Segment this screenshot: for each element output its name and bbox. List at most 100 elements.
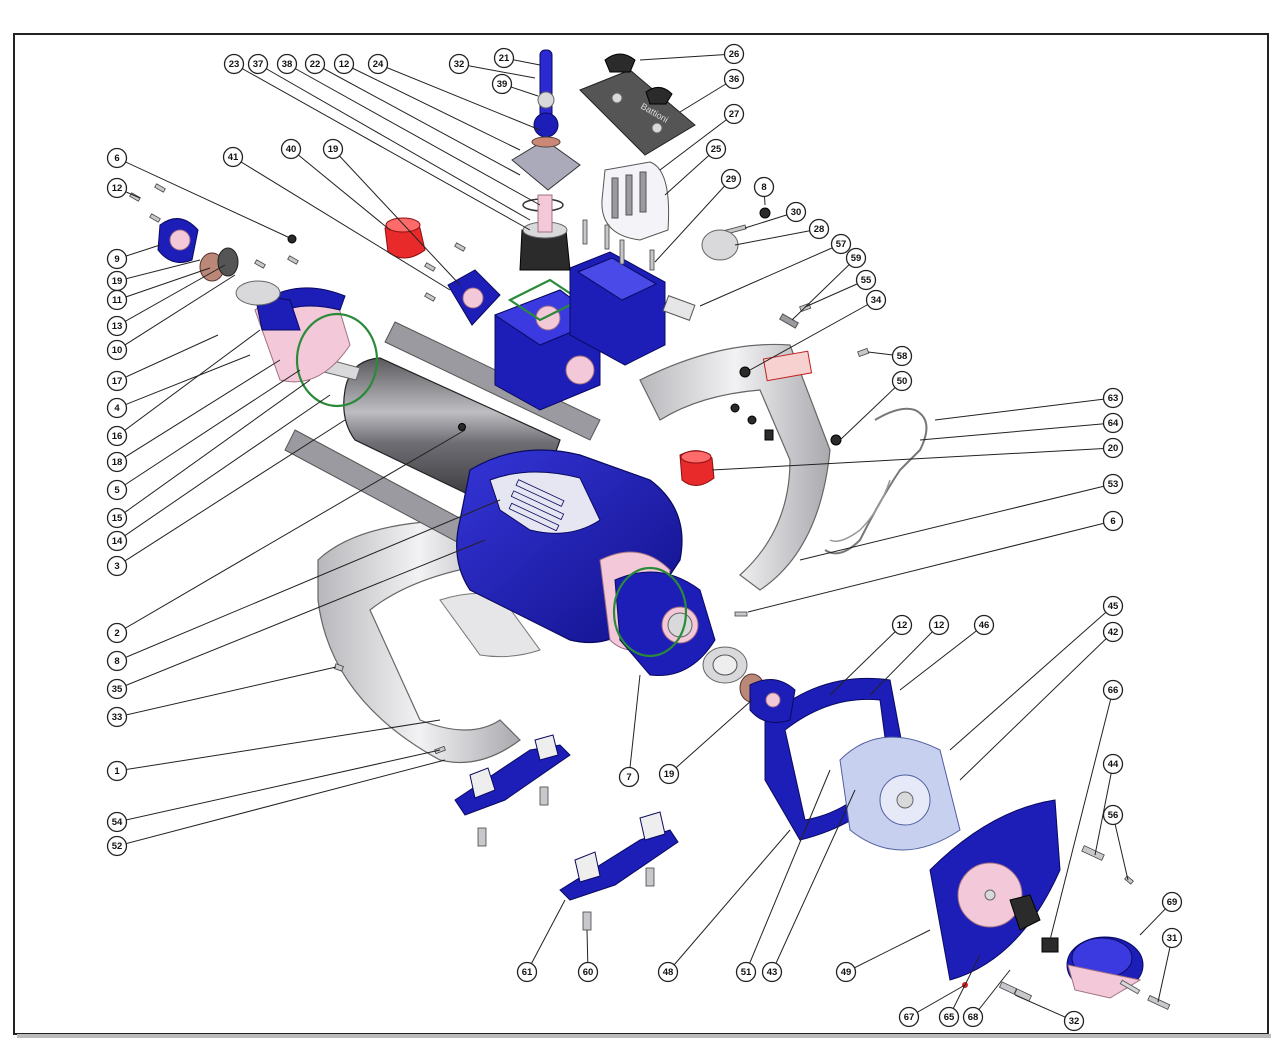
- callout-18: 18: [106, 359, 281, 473]
- callout-label: 30: [791, 207, 802, 218]
- callout-leader: [659, 113, 735, 171]
- callout-44: 44: [1094, 753, 1124, 856]
- callout-12: 12: [106, 177, 141, 199]
- callout-circle: [898, 1006, 920, 1028]
- callout-circle: [106, 835, 128, 857]
- callout-59: 59: [791, 247, 867, 321]
- callout-9: 9: [106, 244, 161, 270]
- warning-label-58: [762, 350, 813, 382]
- callout-24: 24: [367, 53, 541, 131]
- callout-label: 31: [1167, 933, 1178, 944]
- valve-block-port: [535, 305, 561, 331]
- callout-leader: [771, 789, 856, 973]
- foot-bracket-1-top2: [534, 734, 559, 761]
- callout-circle: [855, 269, 877, 291]
- callout-leader: [799, 483, 1114, 561]
- callout-17: 17: [106, 334, 219, 392]
- callout-label: 24: [373, 59, 384, 70]
- callout-circle: [577, 961, 599, 983]
- ring-13: [217, 247, 239, 277]
- callout-leader: [668, 699, 753, 775]
- callout-31: 31: [1157, 927, 1183, 1003]
- callout-58: 58: [867, 345, 913, 367]
- callout-leader: [116, 334, 219, 382]
- callout-30: 30: [744, 201, 807, 229]
- callout-16: 16: [106, 329, 261, 447]
- callout-label: 13: [112, 321, 123, 332]
- callouts-layer: 2132392636272529830285759553458506364205…: [106, 43, 1183, 1032]
- callout-65: 65: [938, 954, 981, 1028]
- foot-bracket-1: [454, 744, 571, 816]
- plug-6: [287, 234, 297, 244]
- callout-circle: [247, 53, 269, 75]
- callout-circle: [1102, 437, 1124, 459]
- callout-circle: [891, 345, 913, 367]
- left-gasket: [295, 312, 379, 408]
- callout-label: 22: [310, 59, 321, 70]
- callout-circle: [753, 176, 775, 198]
- knob-26b: [645, 87, 673, 105]
- callout-label: 23: [229, 59, 240, 70]
- callout-circle: [106, 397, 128, 419]
- callout-leader: [1094, 763, 1114, 856]
- callout-label: 32: [454, 59, 465, 70]
- callout-label: 41: [228, 152, 239, 163]
- callout-label: 52: [112, 841, 123, 852]
- callout-leader: [116, 719, 441, 772]
- callout-leader: [699, 243, 842, 307]
- callout-circle: [491, 73, 513, 95]
- pin-56: [1124, 875, 1134, 885]
- red-cap-40-top: [385, 217, 421, 233]
- callout-label: 26: [729, 49, 740, 60]
- callout-circle: [1102, 387, 1124, 409]
- foot-bolt-4: [582, 911, 592, 931]
- foot-bolt-3: [645, 867, 655, 887]
- callout-label: 63: [1108, 393, 1119, 404]
- callout-label: 35: [112, 684, 123, 695]
- callout-circle: [658, 763, 680, 785]
- callout-leader: [377, 63, 541, 131]
- bolt-6b: [734, 611, 748, 617]
- callout-circle: [106, 479, 128, 501]
- screw-c: [149, 213, 161, 223]
- bolt-32b: [998, 981, 1018, 995]
- callout-circle: [723, 43, 745, 65]
- label-57: [662, 295, 696, 321]
- callout-circle: [720, 168, 742, 190]
- callout-label: 53: [1108, 479, 1119, 490]
- callout-label: 58: [897, 351, 908, 362]
- screw-f: [424, 292, 436, 302]
- callout-19: 19: [322, 138, 461, 286]
- bolt-k: [619, 239, 625, 265]
- pump-body-top-plate: [489, 471, 601, 534]
- callout-leader: [747, 520, 1114, 613]
- callout-leader: [667, 829, 791, 973]
- parts-layer: Battioni: [129, 49, 1171, 1010]
- callout-33: 33: [106, 666, 337, 728]
- callout-60: 60: [577, 929, 599, 983]
- screw-b: [154, 183, 166, 193]
- callout-circle: [106, 760, 128, 782]
- plug-50: [830, 434, 842, 446]
- callout-42: 42: [959, 621, 1124, 781]
- callout-circle: [723, 103, 745, 125]
- callout-circle: [1102, 679, 1124, 701]
- callout-label: 44: [1108, 759, 1119, 770]
- callout-4: 4: [106, 354, 251, 419]
- callout-leader: [116, 759, 446, 847]
- pulley-9-bore: [169, 229, 191, 251]
- callout-circle: [106, 530, 128, 552]
- callout-label: 18: [112, 457, 123, 468]
- callout-leader: [116, 666, 337, 718]
- callout-leader: [919, 422, 1114, 441]
- callout-leader: [332, 148, 461, 286]
- callout-leader: [343, 63, 521, 151]
- callout-circle: [106, 507, 128, 529]
- callout-circle: [106, 622, 128, 644]
- callout-label: 32: [1069, 1016, 1080, 1027]
- callout-label: 19: [112, 276, 123, 287]
- callout-label: 15: [112, 513, 123, 524]
- callout-11: 11: [106, 267, 211, 311]
- callout-label: 33: [112, 712, 123, 723]
